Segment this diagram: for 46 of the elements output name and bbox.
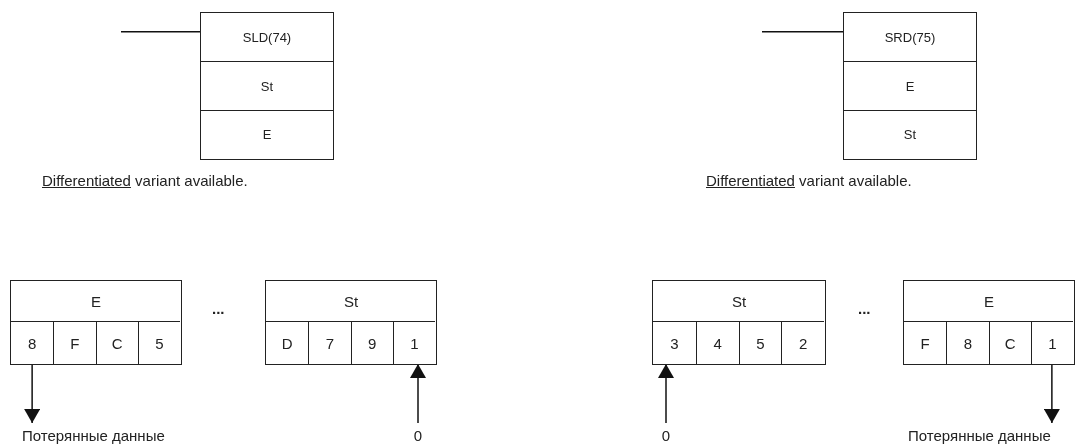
arrow <box>1043 363 1060 424</box>
digit-cell: D <box>266 321 309 364</box>
ellipsis-text: ... <box>858 300 871 317</box>
digit-cell: 8 <box>11 321 54 364</box>
digit-cell: 1 <box>392 321 435 364</box>
annotation-text: Потерянные данные <box>908 427 1051 444</box>
connection-line <box>120 31 201 33</box>
digit-cell: 8 <box>946 321 989 364</box>
instruction-name: SRD(75) <box>884 29 936 45</box>
note-text: Differentiated variant available. <box>42 172 248 189</box>
digit-cell: 1 <box>1030 321 1073 364</box>
digit-cell: 5 <box>738 321 782 364</box>
digit-cell: F <box>53 321 96 364</box>
register-box <box>265 280 437 365</box>
note-text: Differentiated variant available. <box>706 172 912 189</box>
register-label: E <box>983 291 995 312</box>
digit-cell: C <box>988 321 1031 364</box>
register-box <box>903 280 1075 365</box>
annotation-text: 0 <box>657 427 675 444</box>
digit-cell: 5 <box>137 321 180 364</box>
operand-label: E <box>905 79 915 94</box>
digit-cell: 7 <box>308 321 351 364</box>
arrow <box>410 363 426 424</box>
digit-cell: C <box>95 321 138 364</box>
register-label: St <box>730 291 748 312</box>
instruction-block <box>200 12 334 160</box>
register-box <box>652 280 826 365</box>
operand-label: St <box>903 127 917 143</box>
register-label: E <box>90 291 102 312</box>
connection-line <box>761 31 844 33</box>
digit-cell: 9 <box>350 321 393 364</box>
instruction-name: SLD(74) <box>242 29 292 45</box>
operand-label: St <box>260 79 274 94</box>
operand-label: E <box>262 127 272 143</box>
digit-cell: F <box>904 321 947 364</box>
annotation-text: 0 <box>409 427 427 444</box>
register-box <box>10 280 182 365</box>
annotation-text: Потерянные данные <box>22 427 165 444</box>
arrow <box>24 363 41 424</box>
digit-cell: 4 <box>695 321 739 364</box>
arrow <box>658 363 674 424</box>
ellipsis-text: ... <box>212 300 225 317</box>
instruction-block <box>843 12 977 160</box>
register-label: St <box>342 291 360 312</box>
digit-cell: 3 <box>653 321 696 364</box>
digit-cell: 2 <box>781 321 824 364</box>
